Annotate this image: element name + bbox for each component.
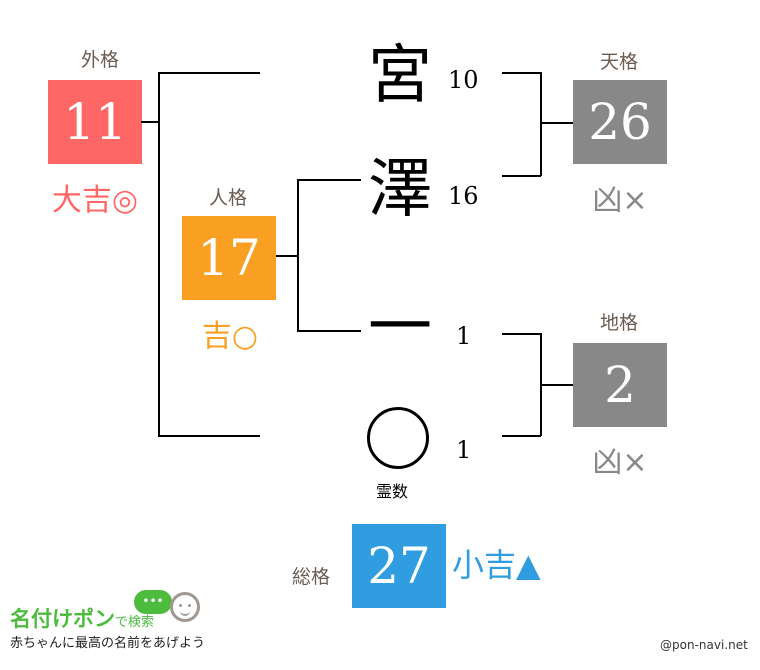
jinkaku-label: 人格 [208, 187, 247, 209]
connector-line [297, 330, 361, 332]
jinkaku-fortune: 吉○ [201, 319, 259, 354]
tenkaku-fortune: 凶× [592, 183, 648, 218]
jinkaku-box: 17 [182, 216, 276, 300]
connector-line [540, 122, 573, 124]
connector-line [502, 72, 541, 74]
soukaku-label: 総格 [291, 566, 330, 588]
chat-bubble-icon: ••• [134, 590, 172, 614]
gaikaku-box: 11 [48, 80, 142, 164]
connector-line [158, 435, 260, 437]
connector-line [276, 255, 298, 257]
connector-line [540, 384, 573, 386]
stroke-count-4: 1 [456, 436, 472, 464]
soukaku-box: 27 [352, 524, 446, 608]
tenkaku-box: 26 [573, 80, 667, 164]
connector-line [502, 175, 541, 177]
stroke-count-2: 16 [448, 182, 479, 210]
connector-line [502, 333, 541, 335]
reisu-label: 霊数 [376, 482, 409, 501]
gaikaku-label: 外格 [80, 49, 119, 71]
connector-line [540, 72, 542, 176]
logo[interactable]: 名付けポンで検索 [10, 603, 154, 633]
connector-line [158, 72, 160, 436]
tenkaku-label: 天格 [599, 51, 638, 73]
empty-char-circle [367, 407, 429, 469]
name-char-3: 一 [368, 291, 432, 365]
logo-suffix: で検索 [115, 615, 155, 630]
stroke-count-3: 1 [456, 322, 472, 350]
baby-face-icon [170, 592, 200, 622]
stroke-count-1: 10 [448, 66, 479, 94]
chikaku-box: 2 [573, 343, 667, 427]
credit: @pon-navi.net [660, 638, 748, 652]
connector-line [158, 72, 260, 74]
connector-line [502, 435, 541, 437]
tagline: 赤ちゃんに最高の名前をあげよう [10, 636, 206, 651]
logo-title: 名付けポン [10, 607, 115, 631]
chikaku-fortune: 凶× [592, 445, 648, 480]
connector-line [141, 121, 159, 123]
connector-line [297, 179, 361, 181]
name-char-2: 澤 [368, 153, 432, 227]
connector-line [297, 179, 299, 331]
gaikaku-fortune: 大吉◎ [51, 183, 139, 218]
name-char-1: 宮 [368, 39, 432, 113]
soukaku-fortune: 小吉▲ [452, 546, 541, 584]
chikaku-label: 地格 [599, 312, 638, 334]
